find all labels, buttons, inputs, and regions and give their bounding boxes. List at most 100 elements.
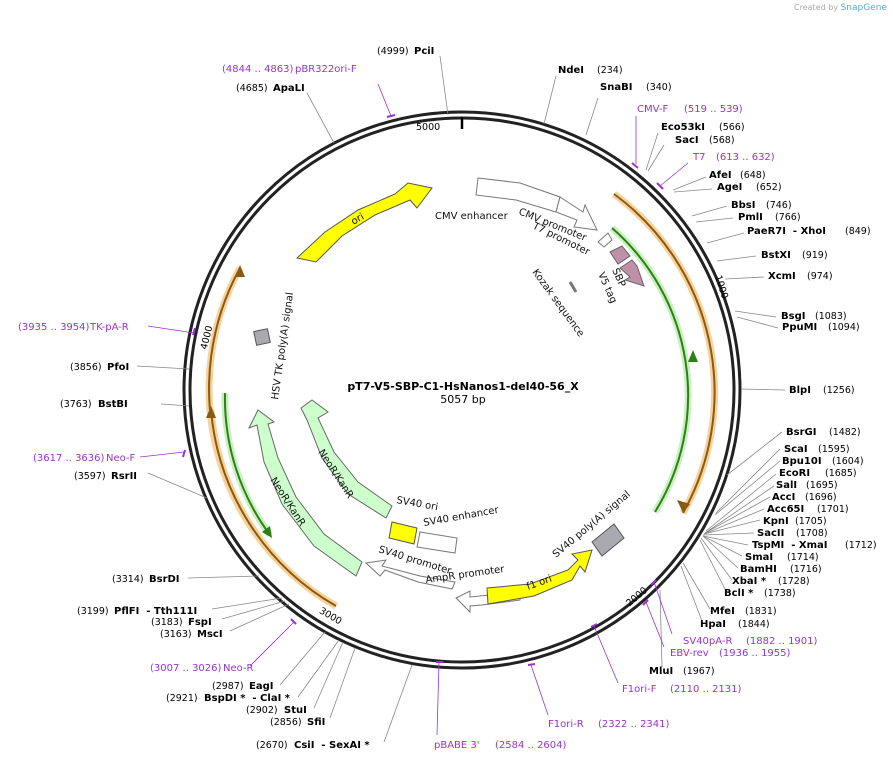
site-bamhi: BamHI <box>740 564 777 575</box>
site-acc65i-pos: (1701) <box>817 504 849 515</box>
site-eco53ki-pos: (566) <box>719 122 745 133</box>
site-smai: SmaI <box>745 552 773 563</box>
site-acci: AccI <box>772 492 795 503</box>
site-xcmi: XcmI <box>768 271 796 282</box>
site-bsrdi-pos: (3314) <box>112 574 144 585</box>
primer-pbabe3: pBABE 3' <box>434 740 480 751</box>
site-csii-sexai-pos: (2670) <box>256 740 288 751</box>
site-bspdi-clai-pos: (2921) <box>166 693 198 704</box>
primer-neo-r-pos: (3007 .. 3026) <box>150 663 222 674</box>
sv40-promoter-arrow <box>364 559 456 590</box>
site-fspi-pos: (3183) <box>151 617 183 628</box>
primer-pbr322ori-f: pBR322ori-F <box>295 64 357 75</box>
site-bsrgi-pos: (1482) <box>829 427 861 438</box>
site-pflfi-tth111i-pos: (3199) <box>77 606 109 617</box>
site-sali-pos: (1695) <box>806 480 838 491</box>
site-ppumi: PpuMI <box>782 322 817 333</box>
cmv-enhancer-arrow <box>475 177 561 213</box>
site-xbai: XbaI * <box>732 576 767 587</box>
site-mfei: MfeI <box>710 606 735 617</box>
primer-ebv-rev-pos: (1936 .. 1955) <box>719 648 791 659</box>
site-mlui-pos: (1967) <box>683 666 715 677</box>
site-hpai-pos: (1844) <box>738 619 770 630</box>
primer-f1ori-f-pos: (2110 .. 2131) <box>670 684 742 695</box>
site-bsrgi: BsrGI <box>786 427 816 438</box>
site-paer7i-xhoi-pos: (849) <box>845 226 871 237</box>
site-agei-pos: (652) <box>756 182 782 193</box>
primer-t7: T7 <box>692 152 705 163</box>
primer-t7-pos: (613 .. 632) <box>716 152 775 163</box>
primer-pbabe3-pos: (2584 .. 2604) <box>495 740 567 751</box>
primer-neo-r: Neo-R <box>223 663 254 674</box>
tick-5000: 5000 <box>416 122 440 133</box>
site-bcli-pos: (1738) <box>764 588 796 599</box>
primer-f1ori-r: F1ori-R <box>548 719 584 730</box>
site-tspmi-xmai-pos: (1712) <box>845 540 877 551</box>
site-bstbi-pos: (3763) <box>60 399 92 410</box>
site-acc65i: Acc65I <box>767 504 804 515</box>
site-saci: SacI <box>675 135 699 146</box>
feature-shapes <box>247 177 645 614</box>
primer-ebv-rev: EBV-rev <box>670 648 709 659</box>
site-mfei-pos: (1831) <box>745 606 777 617</box>
site-eagi: EagI <box>249 681 273 692</box>
site-stui: StuI <box>284 705 307 716</box>
backbone-outer <box>182 110 742 670</box>
site-eco53ki: Eco53kI <box>661 122 705 133</box>
site-pflfi-tth111i: PflFI - Tth111I <box>114 606 197 617</box>
site-ecori-pos: (1685) <box>825 468 857 479</box>
primer-sv40pa-r: SV40pA-R <box>683 636 732 647</box>
site-fspi: FspI <box>188 617 212 628</box>
neo-outer-arrow <box>247 409 363 577</box>
site-kpni: KpnI <box>763 516 789 527</box>
primer-tk-pa-r-pos: (3935 .. 3954) <box>18 322 90 333</box>
primer-f1ori-f: F1ori-F <box>622 684 657 695</box>
site-leaders <box>136 55 786 743</box>
feature-label-cmv-enhancer: CMV enhancer <box>435 211 509 222</box>
site-scai: ScaI <box>784 444 808 455</box>
site-msci: MscI <box>197 629 223 640</box>
primer-sv40pa-r-pos: (1882 .. 1901) <box>746 636 818 647</box>
site-eagi-pos: (2987) <box>212 681 244 692</box>
site-msci-pos: (3163) <box>160 629 192 640</box>
site-afei-pos: (648) <box>740 170 766 181</box>
site-pmli-pos: (766) <box>775 212 801 223</box>
site-bstbi: BstBI <box>98 399 128 410</box>
cmv-promoter-arrow <box>555 196 598 231</box>
site-ndei: NdeI <box>558 65 584 76</box>
site-pcii: PciI <box>414 46 434 57</box>
site-bpu10i-pos: (1604) <box>832 456 864 467</box>
site-rsrii-pos: (3597) <box>74 471 106 482</box>
site-hpai: HpaI <box>700 619 726 630</box>
primer-pbr322ori-f-pos: (4844 .. 4863) <box>222 64 294 75</box>
site-bbsi: BbsI <box>731 200 755 211</box>
feature-label-sv40-ori: SV40 ori <box>395 495 438 513</box>
site-snabi-pos: (340) <box>646 82 672 93</box>
primer-f1ori-r-pos: (2322 .. 2341) <box>598 719 670 730</box>
site-paer7i-xhoi: PaeR7I - XhoI <box>747 226 826 237</box>
site-afei: AfeI <box>709 170 732 181</box>
sbp-arrow <box>609 245 631 265</box>
site-bspdi-clai: BspDI * - ClaI * <box>204 693 291 704</box>
site-sfii-pos: (2856) <box>270 717 302 728</box>
sv40-ori-box <box>388 521 418 545</box>
primer-neo-f: Neo-F <box>106 453 136 464</box>
primer-labels: (4844 .. 4863) pBR322ori-F CMV-F (519 ..… <box>18 64 818 751</box>
site-xbai-pos: (1728) <box>778 576 810 587</box>
site-scai-pos: (1595) <box>818 444 850 455</box>
site-sacii: SacII <box>757 528 784 539</box>
site-pmli: PmlI <box>738 212 763 223</box>
snapgene-logo-text: SnapGene <box>840 3 887 13</box>
site-bstxi: BstXI <box>761 250 791 261</box>
site-apali: ApaLI <box>273 83 305 94</box>
site-bsgi: BsgI <box>781 311 805 322</box>
site-bcli: BclI * <box>724 588 754 599</box>
plasmid-length: 5057 bp <box>440 393 485 406</box>
primer-leaders <box>139 83 689 736</box>
t7-promoter-arrow <box>597 232 613 248</box>
site-kpni-pos: (1705) <box>795 516 827 527</box>
snapgene-watermark: Created by SnapGene <box>794 3 887 13</box>
site-stui-pos: (2902) <box>246 705 278 716</box>
site-csii-sexai: CsiI - SexAI * <box>294 740 370 751</box>
